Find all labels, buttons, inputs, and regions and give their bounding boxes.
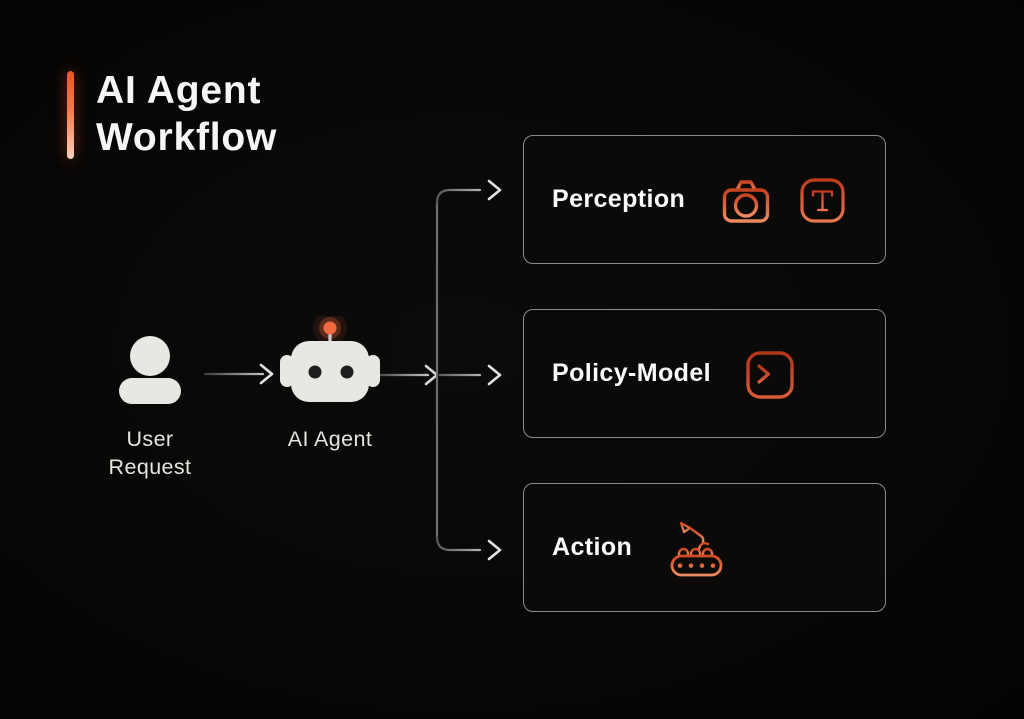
stage-label-action: Action bbox=[552, 533, 633, 561]
user-request-label-line2: Request bbox=[108, 454, 192, 479]
page-title-line1: AI Agent bbox=[96, 69, 262, 112]
user-icon bbox=[119, 336, 181, 404]
stage-box-perception: Perception bbox=[523, 135, 886, 264]
ai-agent-label: AI Agent bbox=[287, 427, 373, 451]
text-recognition-icon bbox=[800, 178, 845, 223]
stage-box-action: Action bbox=[523, 483, 886, 612]
page-title-line2: Workflow bbox=[96, 116, 278, 159]
stage-label-policy-model: Policy-Model bbox=[552, 359, 711, 387]
stage-label-perception: Perception bbox=[552, 185, 686, 213]
robot-icon bbox=[280, 316, 380, 402]
robotic-arm-conveyor-icon bbox=[668, 521, 725, 577]
camera-icon bbox=[722, 180, 770, 223]
terminal-icon bbox=[746, 351, 794, 399]
title-accent-bar bbox=[67, 71, 74, 159]
page-title: AI Agent Workflow bbox=[96, 67, 277, 161]
user-request-label: User Request bbox=[80, 426, 220, 481]
user-request-label-line1: User bbox=[126, 427, 174, 451]
stage-box-policy-model: Policy-Model bbox=[523, 309, 886, 438]
